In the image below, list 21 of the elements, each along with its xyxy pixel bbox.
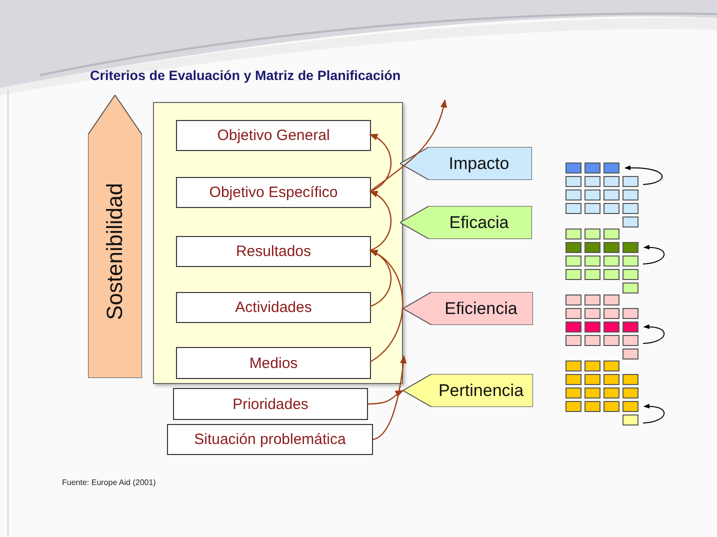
pillar-arrow: Sostenibilidad xyxy=(88,95,142,378)
matrix-box: Medios xyxy=(176,347,371,379)
curved-arrow xyxy=(370,99,447,192)
criterion-pointer: Eficiencia xyxy=(403,292,533,325)
curved-arrow xyxy=(369,134,392,192)
curved-arrow xyxy=(368,390,404,405)
criterion-pointer: Eficacia xyxy=(400,206,532,239)
matrix-box: Objetivo Específico xyxy=(176,177,371,208)
curved-arrow xyxy=(369,190,392,252)
criterion-pointer: Impacto xyxy=(400,147,532,180)
matrix-box: Situación problemática xyxy=(167,424,373,455)
slide-title: Criterios de Evaluación y Matriz de Planificación xyxy=(90,68,401,83)
matrix-box: Prioridades xyxy=(173,388,368,420)
matrix-panel xyxy=(153,102,403,384)
curved-arrow xyxy=(369,250,404,362)
source-note: Fuente: Europe Aid (2001) xyxy=(62,478,156,487)
criterion-pointer: Pertinencia xyxy=(403,374,533,407)
matrix-box: Resultados xyxy=(176,236,371,267)
matrix-box: Actividades xyxy=(176,292,371,323)
matrix-box: Objetivo General xyxy=(176,120,371,151)
curved-arrow xyxy=(372,354,407,440)
